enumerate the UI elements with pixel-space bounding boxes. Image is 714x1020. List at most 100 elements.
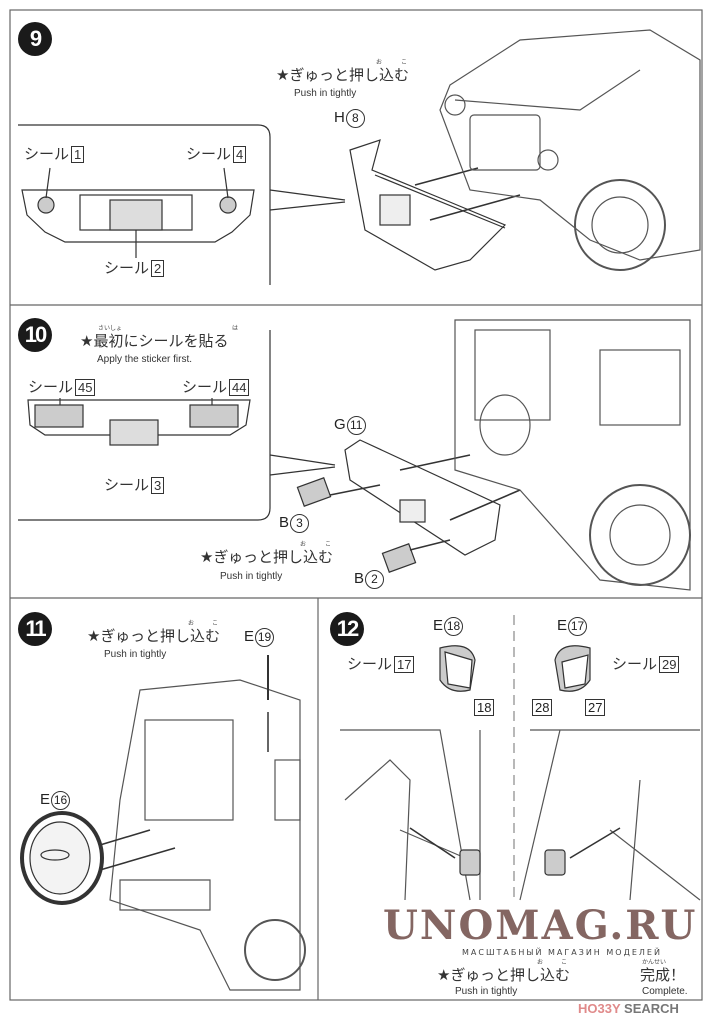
jeep-front-drawing (439, 29, 701, 271)
sticker-number: 18 (474, 699, 495, 716)
sticker-number: 1 (71, 146, 85, 163)
instruction-jp: ★ぎゅっと押し込む (200, 548, 333, 566)
inset-outline (18, 330, 271, 521)
furigana: こ (561, 959, 568, 966)
sticker-number: 28 (532, 699, 553, 716)
sticker-number: 27 (585, 699, 606, 716)
step-9-number: 9 (18, 22, 52, 56)
part-number: 8 (345, 109, 365, 128)
mirror-left-small (459, 849, 481, 876)
front-bumper-part (349, 139, 507, 271)
instruction-en: Push in tightly (455, 986, 518, 997)
sticker-number: 4 (233, 146, 247, 163)
mirror-right-part (554, 645, 591, 692)
sticker-number-27: 27 (583, 698, 606, 716)
complete-jp: 完成！ (640, 966, 686, 984)
step-10-number: 10 (18, 318, 52, 352)
furigana: お (537, 959, 544, 966)
arrow (414, 167, 521, 221)
sticker-text: シール (28, 378, 74, 396)
rear-bumper-part (296, 439, 501, 573)
sticker-text: シール (24, 145, 70, 163)
spare-tire-part (20, 811, 104, 905)
furigana: お (376, 59, 383, 66)
rear-bumper-detail (27, 398, 251, 446)
sticker-number: 3 (151, 477, 165, 494)
sticker-text: シール (104, 476, 150, 494)
furigana: かんせい (642, 959, 667, 966)
jeep-left-drawing (340, 729, 481, 901)
arrow (409, 827, 621, 859)
jeep-rear-drawing (454, 319, 691, 591)
instruction-en: Push in tightly (294, 88, 357, 99)
sticker-text: シール (612, 655, 658, 673)
furigana: こ (401, 59, 408, 66)
part-number: 17 (568, 617, 588, 636)
part-letter: B (279, 514, 290, 531)
instruction-jp: ★最初にシールを貼る (80, 332, 229, 350)
inset-outline (18, 124, 271, 285)
furigana: お (188, 620, 195, 627)
sticker-number-18: 18 (472, 698, 495, 716)
part-number: 18 (444, 617, 464, 636)
mirror-right-small (544, 849, 566, 876)
instruction-en: Push in tightly (104, 649, 167, 660)
logo-hobby: HO33Y (578, 1001, 621, 1016)
sticker-number: 2 (151, 260, 165, 277)
jeep-rear-quarter-drawing (109, 679, 306, 991)
part-letter: E (433, 617, 444, 634)
front-bumper-detail (21, 167, 255, 258)
sticker-number: 44 (229, 379, 250, 396)
sticker-text: シール (104, 259, 150, 277)
step-11-number: 11 (18, 612, 52, 646)
instruction-en: Apply the sticker first. (97, 354, 193, 365)
page-border (9, 9, 703, 1001)
watermark-subtitle: МАСШТАБНЫЙ МАГАЗИН МОДЕЛЕЙ (462, 948, 662, 957)
instruction-jp: ★ぎゅっと押し込む (437, 966, 570, 984)
part-letter: H (334, 109, 345, 126)
mirror-left-part (439, 645, 476, 692)
part-number: 19 (255, 628, 275, 647)
logo-search: SEARCH (624, 1001, 679, 1016)
part-letter: E (244, 628, 255, 645)
sticker-number: 45 (75, 379, 96, 396)
watermark-logo: UNOMAG.RU (383, 902, 698, 949)
jeep-right-drawing (519, 729, 701, 901)
part-number: 2 (365, 570, 385, 589)
arrow (329, 454, 521, 551)
part-number: 3 (290, 514, 310, 533)
callout-line (269, 454, 336, 476)
instruction-jp: ★ぎゅっと押し込む (87, 627, 220, 645)
part-letter: B (354, 570, 365, 587)
sticker-text: シール (186, 145, 232, 163)
part-letter: E (40, 791, 51, 808)
furigana: お (300, 541, 307, 548)
part-letter: E (557, 617, 568, 634)
part-number: 11 (346, 416, 366, 435)
callout-line (269, 189, 346, 211)
sticker-number: 29 (659, 656, 680, 673)
hobby-search-logo: HO33Y SEARCH (578, 1002, 679, 1016)
sticker-text: シール (347, 655, 393, 673)
arrow (99, 829, 176, 871)
part-letter: G (334, 416, 346, 433)
complete-en: Complete. (642, 986, 688, 997)
sticker-number-28: 28 (530, 698, 553, 716)
instruction-en: Push in tightly (220, 571, 283, 582)
furigana: こ (212, 620, 219, 627)
